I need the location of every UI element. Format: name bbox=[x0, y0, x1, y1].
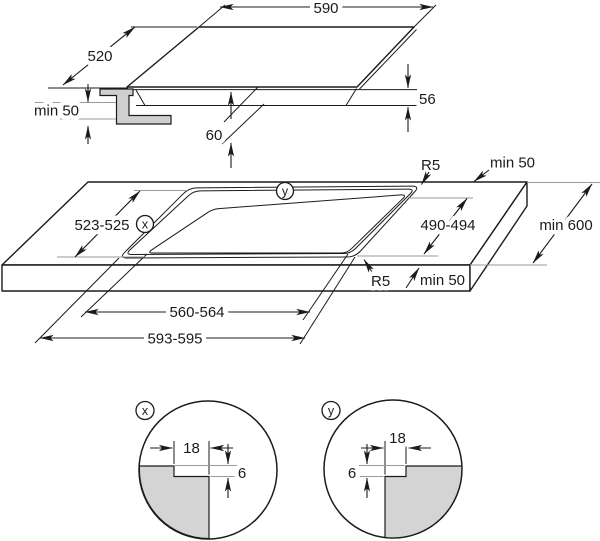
detail-x-ref-circle bbox=[135, 400, 155, 421]
leader-line bbox=[405, 267, 420, 289]
extension-line bbox=[223, 86, 259, 123]
detail-ref-circle-x bbox=[135, 214, 155, 234]
detail-ref-x-label: x bbox=[142, 218, 149, 232]
detail-x-step-depth-label: 6 bbox=[238, 465, 246, 482]
dim-height-label: 56 bbox=[419, 91, 436, 108]
detail-y-section bbox=[384, 465, 463, 539]
min-margin-front-label: min 50 bbox=[420, 272, 465, 289]
dim-width-label: 590 bbox=[313, 0, 338, 17]
worktop-front-face bbox=[1, 264, 471, 292]
extension-line bbox=[34, 257, 120, 344]
hob-body-right-edge bbox=[345, 88, 357, 106]
glass-right-edge-line bbox=[359, 29, 417, 90]
hob-glass-outline bbox=[126, 26, 415, 88]
worktop-section-profile bbox=[99, 88, 172, 125]
extension-line bbox=[302, 253, 349, 321]
dim-cutout-width-outer-label: 593-595 bbox=[147, 331, 202, 348]
dim-cutout-width-inner-label: 560-564 bbox=[169, 304, 224, 321]
dim-line-depth bbox=[62, 26, 136, 86]
dim-body-height-label: 60 bbox=[206, 127, 223, 144]
dim-depth-label: 520 bbox=[87, 48, 112, 65]
extension-line bbox=[198, 4, 226, 28]
detail-x-section bbox=[138, 465, 210, 540]
detail-x-step-width-label: 18 bbox=[183, 440, 200, 457]
detail-x-drawing: x 18 6 bbox=[135, 400, 278, 540]
cutout-inner-outline bbox=[149, 194, 405, 254]
dim-worktop-depth-label: min 600 bbox=[539, 217, 592, 234]
dim-cutout-depth-inner-label: 490-494 bbox=[420, 217, 475, 234]
detail-x-label: x bbox=[142, 404, 149, 418]
extension-line bbox=[413, 4, 437, 28]
worktop-right-face bbox=[469, 181, 528, 292]
dim-line-worktop-depth bbox=[532, 183, 593, 264]
cutout-view-drawing: 523-525 x y 490-494 min 600 R5 min 50 R5… bbox=[1, 155, 600, 352]
extension-line bbox=[80, 253, 148, 318]
detail-ref-circle-y bbox=[275, 181, 295, 201]
hob-body-left-edge bbox=[135, 89, 146, 106]
corner-radius-front-label: R5 bbox=[371, 273, 390, 290]
dim-line-cutout-depth-inner bbox=[423, 198, 468, 255]
corner-radius-back-label: R5 bbox=[421, 157, 440, 174]
dim-line-cutout-depth-outer bbox=[74, 190, 141, 258]
detail-y-label: y bbox=[328, 404, 335, 418]
top-view-drawing: 590 520 min 50 60 56 bbox=[30, 0, 440, 168]
detail-y-step-width-label: 18 bbox=[389, 430, 406, 447]
extension-line bbox=[299, 256, 356, 345]
detail-ref-y-label: y bbox=[282, 185, 289, 199]
dim-cutout-depth-outer-label: 523-525 bbox=[74, 217, 129, 234]
detail-y-drawing: y 18 6 bbox=[321, 399, 463, 539]
dim-clearance-label: min 50 bbox=[34, 103, 79, 120]
leader-line bbox=[421, 171, 432, 185]
extension-line bbox=[221, 103, 265, 145]
detail-y-ref-circle bbox=[321, 400, 341, 421]
detail-y-step-depth-label: 6 bbox=[348, 465, 356, 482]
leader-line bbox=[473, 169, 490, 182]
leader-line bbox=[363, 259, 374, 273]
min-margin-back-label: min 50 bbox=[490, 155, 535, 172]
